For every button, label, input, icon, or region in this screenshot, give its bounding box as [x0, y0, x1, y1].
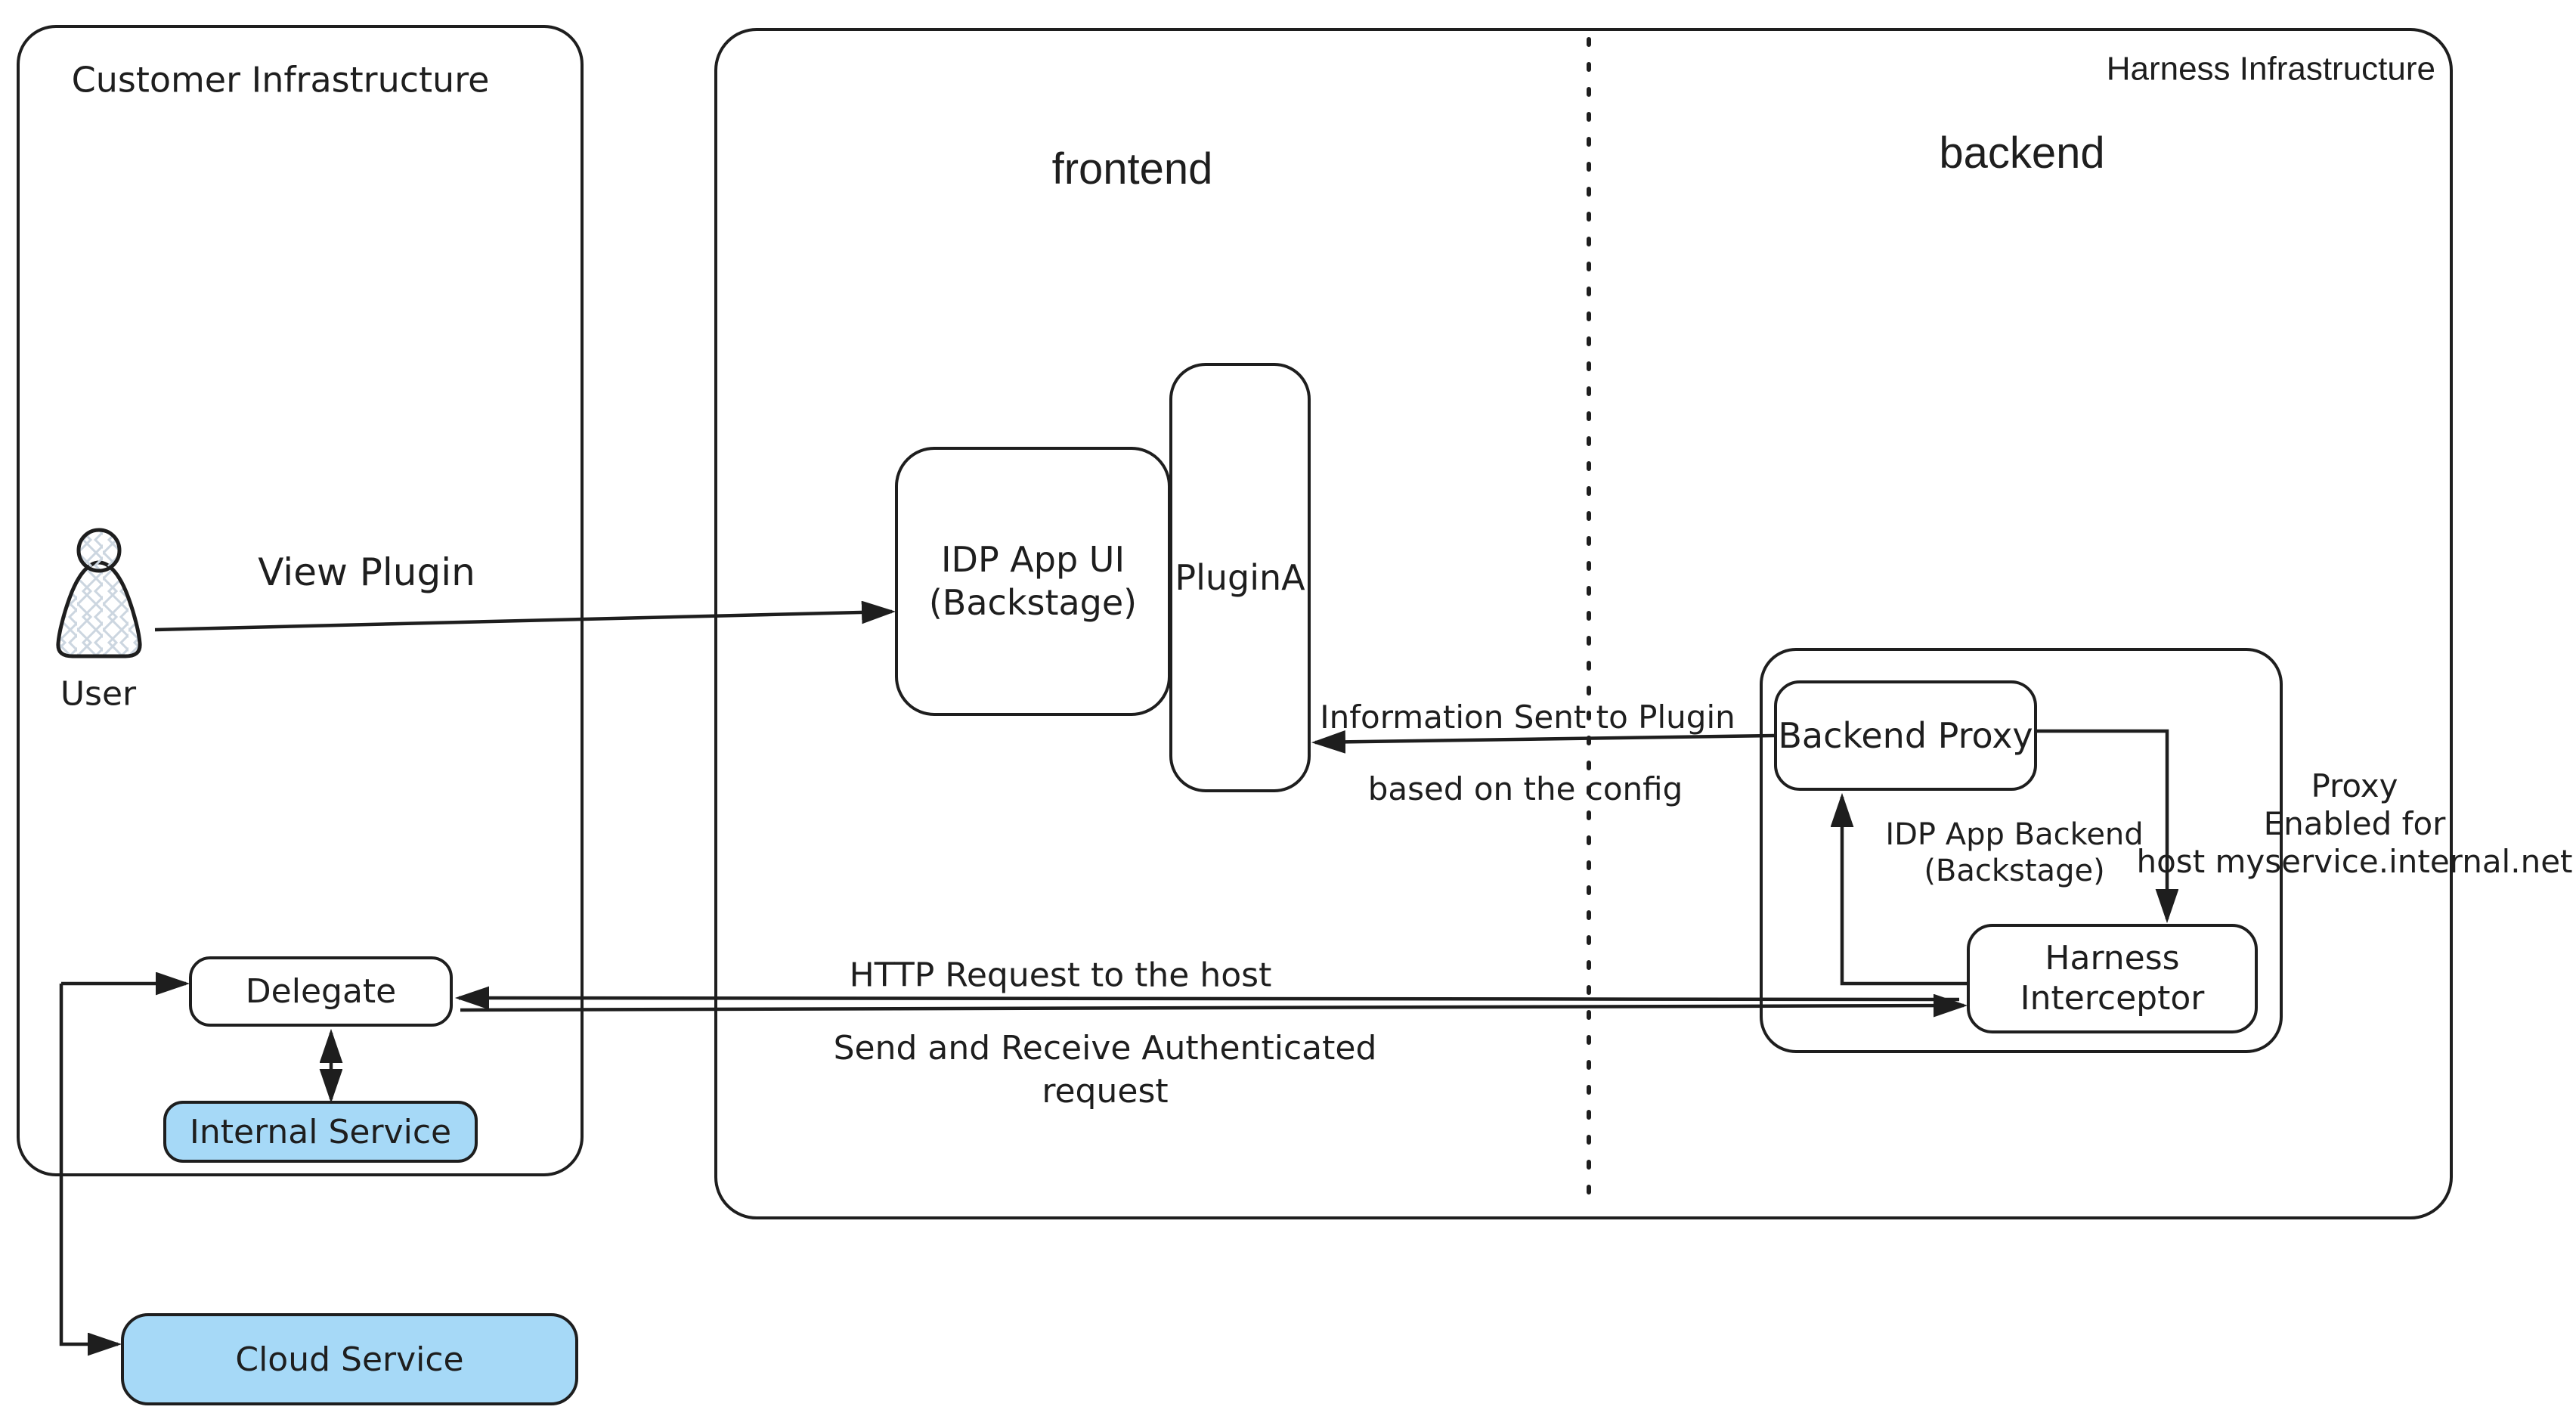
info-to-plugin-edge-label-line2: based on the config [1367, 770, 1683, 807]
auth-request-label-line1: Send and Receive Authenticated [833, 1029, 1377, 1067]
internal-service-label: Internal Service [189, 1112, 452, 1151]
idp-app-backend-label-line1: IDP App Backend [1885, 817, 2144, 852]
plugin-a-node: PluginA [1169, 363, 1311, 792]
backend-proxy-node: Backend Proxy [1774, 680, 2037, 791]
harness-interceptor-label-line2: Interceptor [2020, 978, 2205, 1018]
backend-proxy-label: Backend Proxy [1778, 715, 2033, 756]
plugin-a-label: PluginA [1175, 557, 1305, 598]
internal-service-node: Internal Service [163, 1101, 478, 1163]
proxy-enabled-label-line2: Enabled for [2263, 805, 2446, 842]
delegate-node: Delegate [189, 956, 453, 1027]
frontend-section-label: frontend [1051, 144, 1213, 194]
harness-interceptor-label-line1: Harness [2045, 938, 2180, 978]
user-label: User [60, 674, 137, 714]
harness-interceptor-node: Harness Interceptor [1967, 924, 2258, 1033]
idp-app-backend-container [1760, 648, 2283, 1053]
customer-infrastructure-box [17, 25, 584, 1176]
idp-app-ui-label-line1: IDP App UI [940, 538, 1125, 580]
proxy-enabled-label-line1: Proxy [2311, 767, 2398, 804]
idp-app-ui-label-line2: (Backstage) [928, 582, 1138, 623]
proxy-enabled-label: Proxy Enabled for host myservice.interna… [2136, 767, 2572, 881]
idp-app-backend-container-label: IDP App Backend (Backstage) [1885, 816, 2143, 889]
cloud-service-node: Cloud Service [121, 1313, 578, 1405]
delegate-label: Delegate [245, 972, 397, 1011]
http-request-edge-label: HTTP Request to the host [849, 956, 1272, 995]
info-to-plugin-edge-label-line1: Information Sent to Plugin [1320, 698, 1735, 736]
view-plugin-edge-label: View Plugin [258, 550, 475, 594]
proxy-enabled-label-line3: host myservice.internal.net [2136, 843, 2573, 880]
backend-section-label: backend [1939, 129, 2105, 178]
auth-request-label-line2: request [1042, 1072, 1169, 1111]
customer-infrastructure-label: Customer Infrastructure [71, 59, 490, 101]
idp-app-ui-node: IDP App UI (Backstage) [895, 447, 1171, 716]
auth-request-edge-label: Send and Receive Authenticated request [834, 1027, 1377, 1113]
harness-infrastructure-label: Harness Infrastructure [2106, 50, 2435, 88]
idp-app-backend-label-line2: (Backstage) [1924, 854, 2105, 888]
cloud-service-label: Cloud Service [235, 1340, 464, 1379]
